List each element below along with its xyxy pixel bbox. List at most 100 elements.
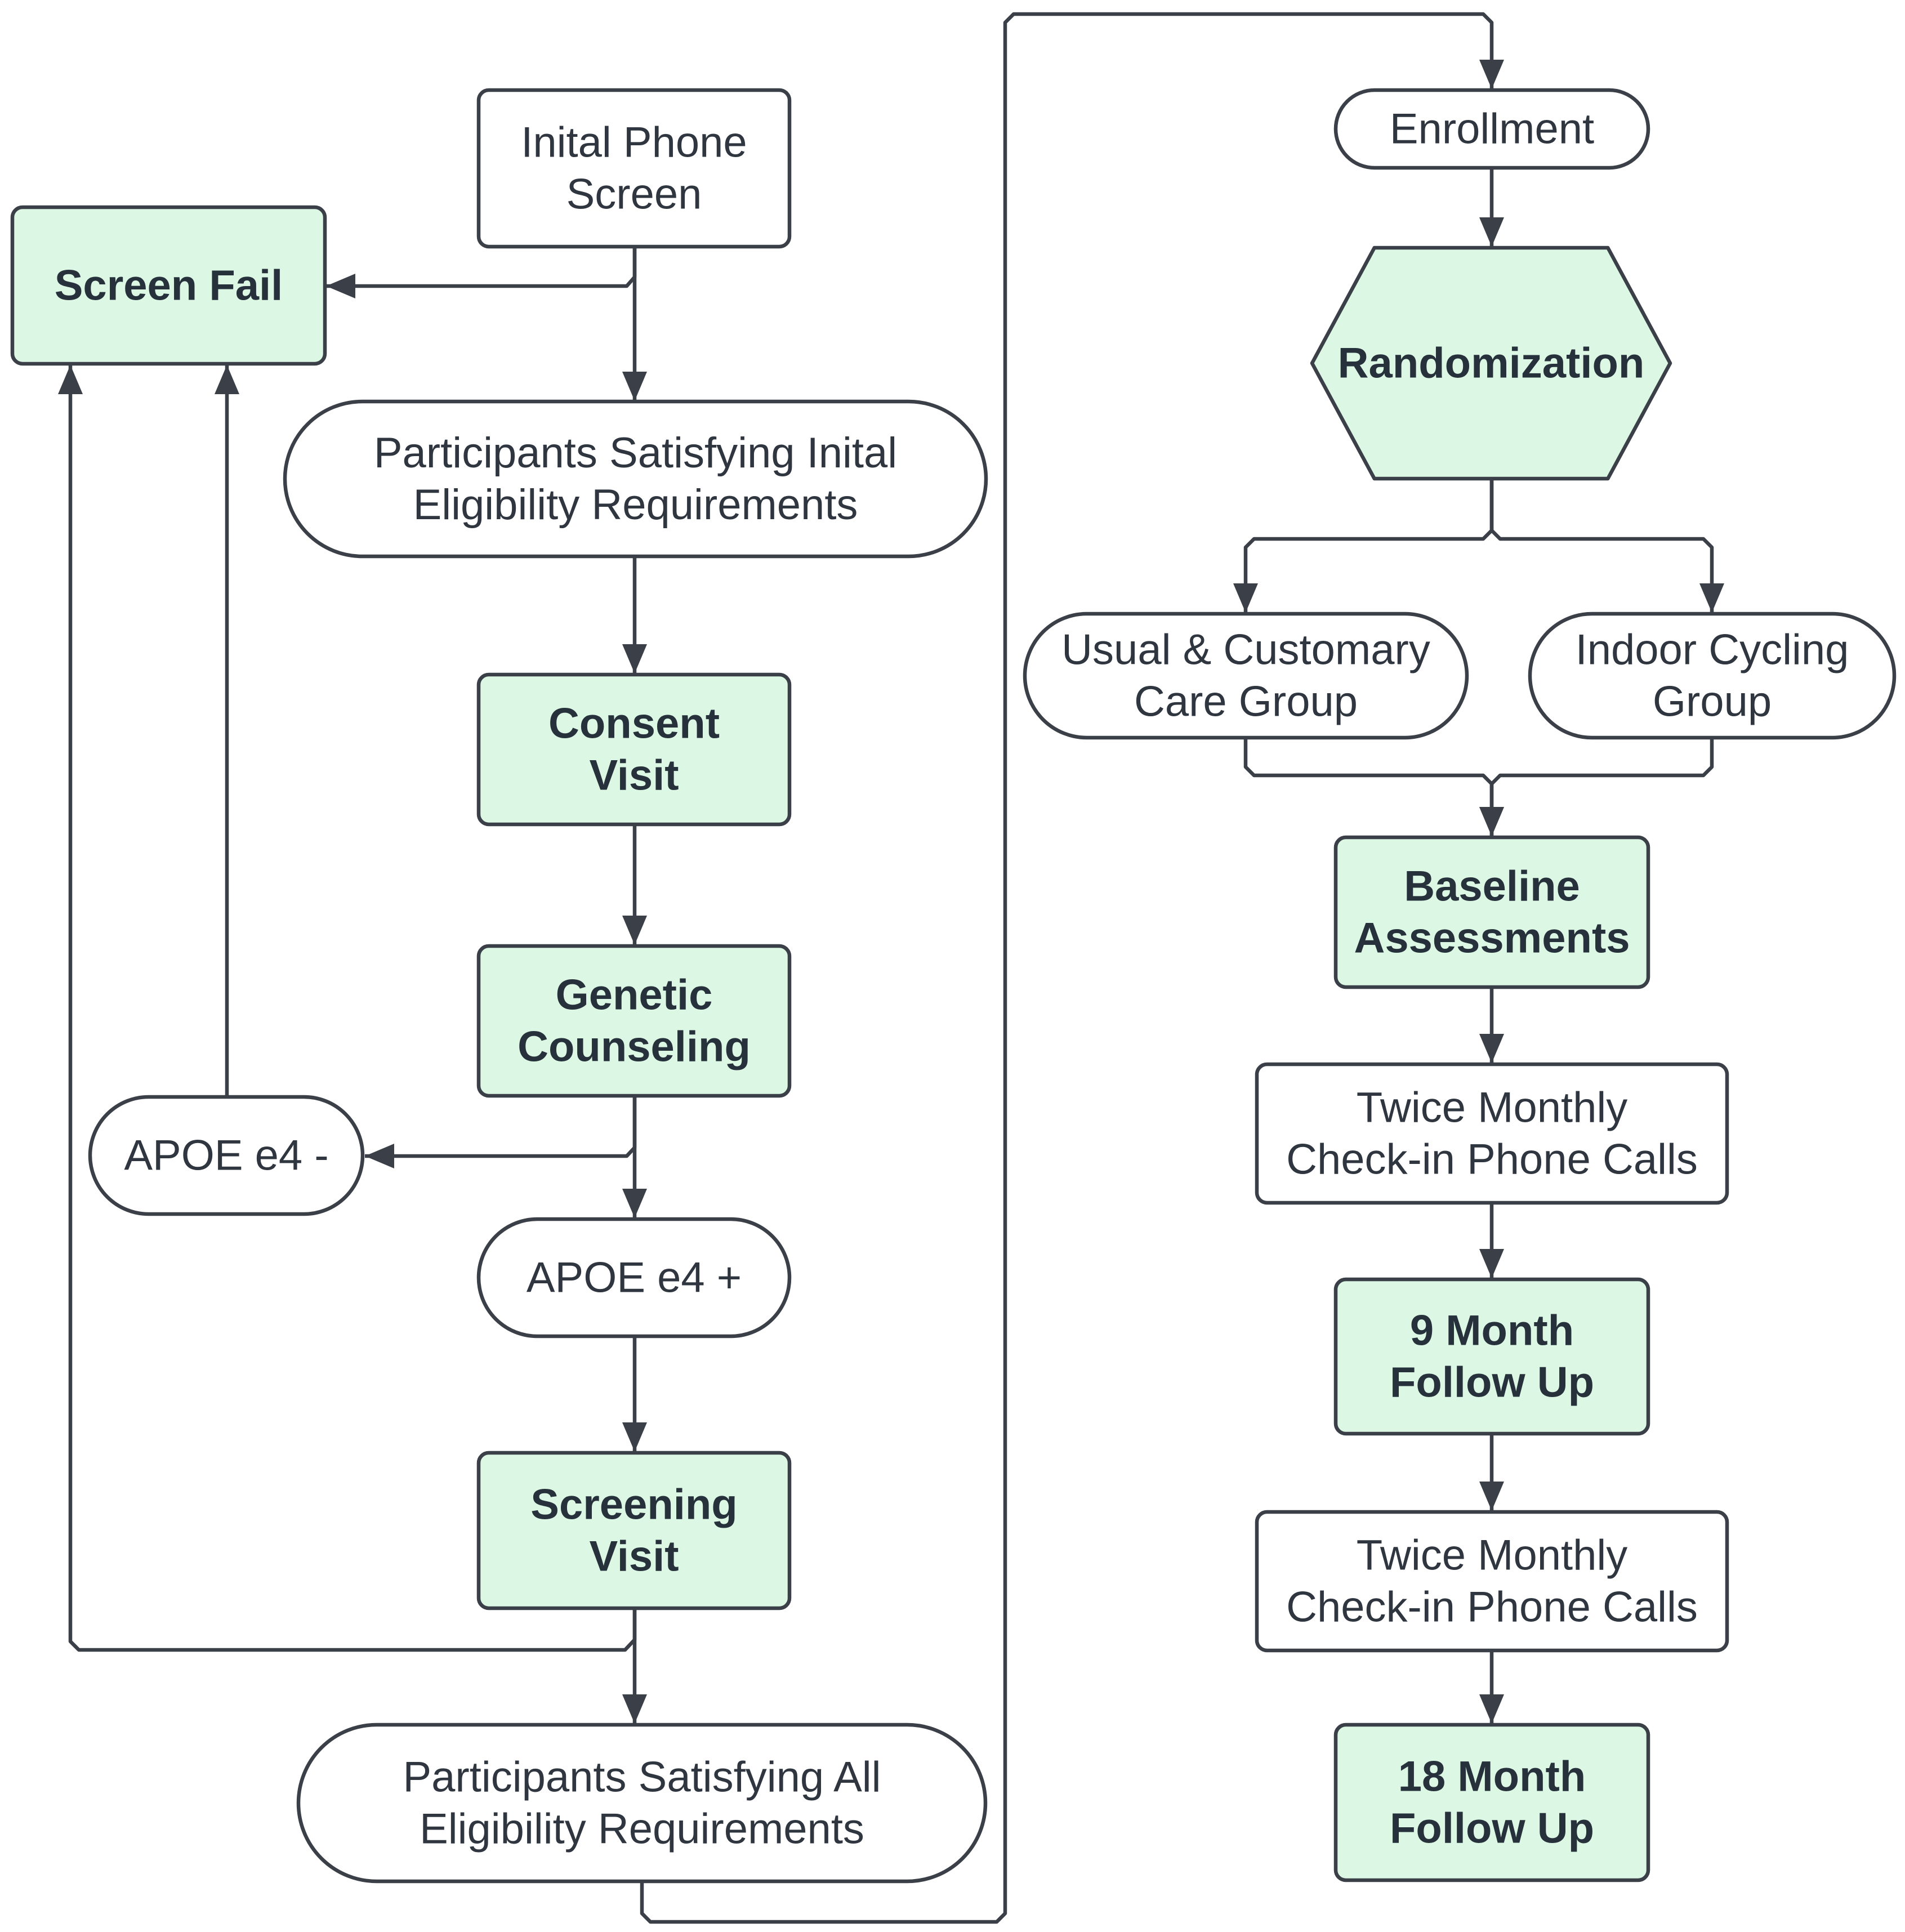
node-label: Inital Phone [521,119,747,167]
node-label: Randomization [1338,340,1645,387]
arrowhead [1699,583,1724,613]
arrowhead [622,916,647,945]
node-shape [476,944,792,1098]
node-label: Check-in Phone Calls [1286,1136,1698,1184]
edge-follow_up_9-to-check_in_2 [1479,1434,1504,1511]
node-label: Screen [566,171,702,218]
edge-initial_eligibility-to-consent_visit [622,556,647,673]
node-initial-eligibility: Participants Satisfying InitalEligibilit… [283,399,988,559]
node-shape [476,672,792,827]
node-label: Twice Monthly [1357,1084,1628,1132]
arrowhead [1479,807,1504,836]
node-shape [1255,1510,1729,1653]
node-randomization: Randomization [1310,246,1672,481]
arrowhead [58,365,83,394]
node-label: Follow Up [1390,1805,1594,1853]
edge-check_in_1-to-follow_up_9 [1479,1203,1504,1278]
node-label: Twice Monthly [1357,1532,1628,1579]
arrowhead [622,1422,647,1452]
node-apoe-positive: APOE e4 + [476,1217,792,1338]
arrowhead [1479,1482,1504,1511]
node-shape [1023,612,1469,740]
edge-indoor_cycling-to-baseline [1479,738,1714,836]
edge-consent_visit-to-genetic_counseling [622,824,647,945]
node-label: Screen Fail [55,262,283,310]
arrowhead [622,372,647,401]
edge-apoe_positive-to-screening_visit [622,1336,647,1452]
node-label: Participants Satisfying Inital [374,429,897,477]
edge-randomization-to-indoor_cycling [1489,479,1724,613]
node-shape [1333,88,1650,170]
node-label: Assessments [1354,914,1630,962]
node-screen-fail: Screen Fail [10,205,327,366]
node-shape [296,1723,988,1884]
node-label: Visit [589,1533,679,1581]
node-shape [88,1095,365,1216]
edge-baseline-to-check_in_1 [1479,987,1504,1063]
node-shape [1333,1723,1650,1882]
node-label: APOE e4 - [124,1132,328,1180]
edge-enrollment-to-randomization [1479,168,1504,247]
arrowhead [1233,583,1258,613]
node-shape [283,399,988,559]
arrowhead [1479,60,1504,89]
node-label: Usual & Customary [1061,626,1430,674]
node-label: Care Group [1134,678,1358,726]
edge-apoe_negative-to-screen_fail [215,365,239,1097]
node-label: Enrollment [1390,105,1594,153]
node-label: Baseline [1404,863,1580,911]
arrowhead [215,365,239,394]
node-label: Visit [589,752,679,800]
arrowhead [622,1694,647,1724]
node-shape [1528,612,1897,740]
edge-check_in_2-to-follow_up_18 [1479,1650,1504,1724]
node-shape [476,88,792,249]
node-label: Follow Up [1390,1359,1594,1407]
edge-initial_phone_screen-to-screen_fail [326,247,637,298]
node-label: Screening [530,1481,737,1529]
edge-genetic_counseling-to-apoe_negative [365,1096,637,1168]
edge-randomization-to-usual_care [1233,479,1494,613]
node-label: Check-in Phone Calls [1286,1583,1698,1631]
node-label: 9 Month [1410,1307,1574,1355]
node-label: Genetic [556,971,713,1019]
node-enrollment: Enrollment [1333,88,1650,170]
arrowhead [622,644,647,673]
node-label: Eligibility Requirements [413,481,858,529]
edge-usual_care-to-baseline [1243,738,1504,836]
node-shape [476,1217,792,1338]
arrowhead [622,1189,647,1218]
node-shape [1333,1277,1650,1436]
edge-genetic_counseling-to-apoe_positive [622,1096,647,1218]
node-label: Indoor Cycling [1576,626,1849,674]
arrowhead [326,274,355,298]
edge-screening_visit-to-screen_fail [58,365,637,1652]
node-label: Group [1653,678,1772,726]
arrowhead [365,1144,394,1168]
arrowhead [1479,1694,1504,1724]
node-shape [1255,1062,1729,1205]
node-apoe-negative: APOE e4 - [88,1095,365,1216]
node-label: Consent [548,700,720,748]
node-shape [476,1451,792,1610]
node-label: 18 Month [1398,1753,1586,1801]
node-label: Eligibility Requirements [420,1805,864,1853]
arrowhead [1479,217,1504,247]
edge-all_eligibility-to-enrollment [640,12,1504,1924]
node-label: APOE e4 + [527,1254,742,1302]
node-shape [1310,246,1672,481]
arrowhead [1479,1034,1504,1063]
node-shape [10,205,327,366]
